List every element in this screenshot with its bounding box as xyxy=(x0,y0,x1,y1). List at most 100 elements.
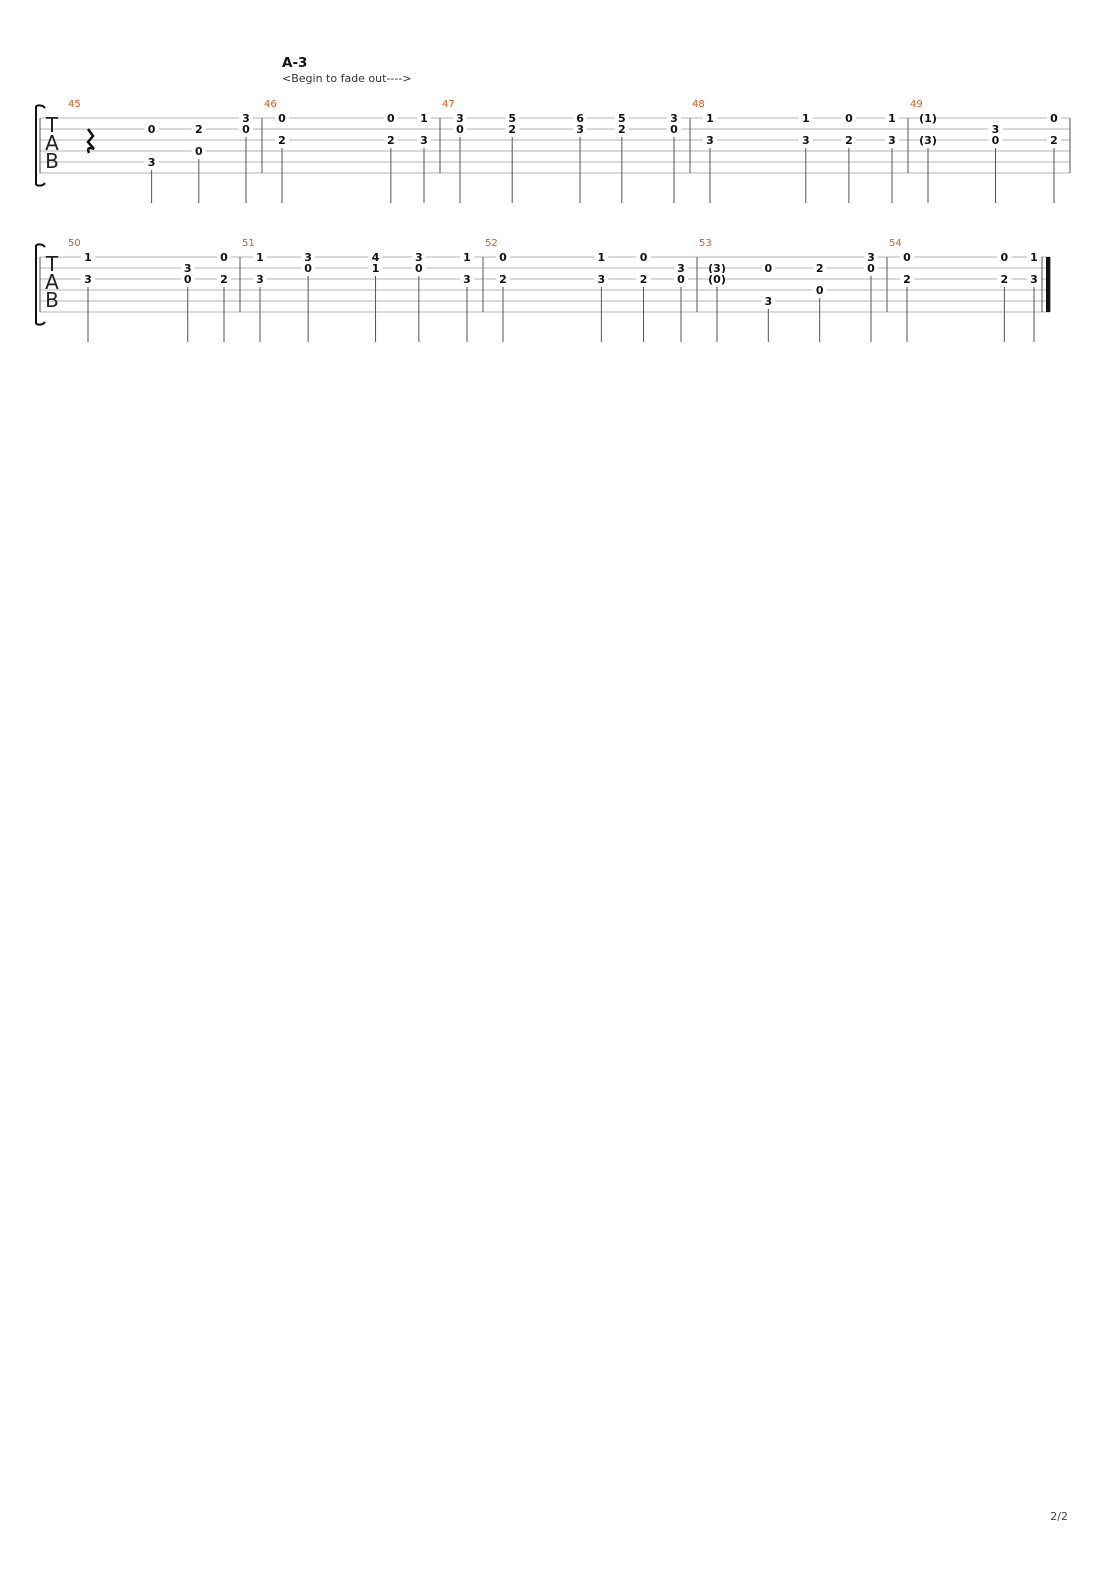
fret-number: 3 xyxy=(304,251,312,264)
page-number: 2/2 xyxy=(1050,1510,1068,1523)
fret-bg xyxy=(411,251,426,263)
fret-number: 3 xyxy=(706,134,714,147)
fret-bg xyxy=(144,123,159,135)
fret-bg xyxy=(798,112,813,124)
fret-bg xyxy=(496,251,510,263)
fret-number: 3 xyxy=(802,134,810,147)
fret-bg xyxy=(594,273,609,285)
fret-bg xyxy=(217,251,231,263)
fret-number: 1 xyxy=(463,251,471,264)
fret-number: 1 xyxy=(802,112,810,125)
fret-bg xyxy=(301,251,316,263)
fret-bg xyxy=(144,156,159,168)
fret-number: 1 xyxy=(420,112,428,125)
section-note: <Begin to fade out----> xyxy=(282,72,412,85)
fret-number: 0 xyxy=(184,273,192,286)
fret-number: 0 xyxy=(867,262,875,275)
fret-bg xyxy=(1047,134,1061,146)
fret-number: 3 xyxy=(456,112,464,125)
quarter-rest xyxy=(86,128,95,154)
tab-clef-letter: A xyxy=(45,131,59,155)
fret-number: 3 xyxy=(670,112,678,125)
fret-bg xyxy=(275,134,289,146)
fret-number: 0 xyxy=(640,251,648,264)
fret-bg xyxy=(997,251,1012,263)
tab-clef-letter: B xyxy=(45,288,59,312)
bar-number: 47 xyxy=(442,99,455,110)
fret-bg xyxy=(812,284,827,296)
fret-bg xyxy=(253,273,267,285)
fret-bg xyxy=(667,112,681,124)
fret-number: 3 xyxy=(148,156,156,169)
fret-number: 0 xyxy=(499,251,507,264)
fret-number: 2 xyxy=(499,273,507,286)
fret-number: 3 xyxy=(576,123,584,136)
fret-number: 0 xyxy=(992,134,1000,147)
fret-bg xyxy=(239,112,253,124)
fret-number: 0 xyxy=(1001,251,1009,264)
fret-bg xyxy=(703,134,717,146)
fret-bg xyxy=(460,251,474,263)
fret-bg xyxy=(1027,251,1041,263)
fret-number: 0 xyxy=(1050,112,1058,125)
fret-number: 3 xyxy=(677,262,685,275)
fret-bg xyxy=(614,123,629,135)
fret-bg xyxy=(573,112,588,124)
fret-number: 0 xyxy=(304,262,312,275)
fret-bg xyxy=(383,134,398,146)
fret-number: 3 xyxy=(765,295,773,308)
fret-number: 3 xyxy=(463,273,471,286)
fret-bg xyxy=(636,251,651,263)
fret-number: 3 xyxy=(242,112,250,125)
fret-bg xyxy=(900,273,914,285)
fret-number: 0 xyxy=(677,273,685,286)
fret-bg xyxy=(674,262,688,274)
fret-number: 0 xyxy=(242,123,250,136)
fret-number: 2 xyxy=(1050,134,1058,147)
fret-number: 2 xyxy=(640,273,648,286)
fret-number: 3 xyxy=(184,262,192,275)
bracket-cap-bottom xyxy=(35,321,46,326)
fret-number: 3 xyxy=(598,273,606,286)
bracket-cap-bottom xyxy=(35,182,46,187)
bar-number: 46 xyxy=(264,99,277,110)
fret-number: 0 xyxy=(278,112,286,125)
fret-bg xyxy=(841,112,856,124)
fret-bg xyxy=(885,134,899,146)
fret-number: 2 xyxy=(195,123,203,136)
fret-bg xyxy=(667,123,681,135)
fret-number: (3) xyxy=(919,134,937,147)
tab-clef-letter: T xyxy=(45,113,59,137)
fret-bg xyxy=(180,273,195,285)
fret-bg xyxy=(1027,273,1041,285)
fret-number: 2 xyxy=(1001,273,1009,286)
fret-bg xyxy=(988,123,1003,135)
fret-bg xyxy=(81,273,95,285)
bar-number: 54 xyxy=(889,238,902,249)
bracket-cap-top xyxy=(35,104,46,109)
bar-number: 51 xyxy=(242,238,255,249)
fret-bg xyxy=(239,123,253,135)
fret-number: 0 xyxy=(765,262,773,275)
fret-bg xyxy=(460,273,474,285)
fret-bg xyxy=(864,262,878,274)
bar-number: 49 xyxy=(910,99,923,110)
fret-number: 3 xyxy=(415,251,423,264)
fret-bg xyxy=(703,112,717,124)
fret-bg xyxy=(997,273,1012,285)
fret-bg xyxy=(253,251,267,263)
fret-number: 5 xyxy=(618,112,626,125)
fret-bg xyxy=(191,145,206,157)
fret-number: 0 xyxy=(415,262,423,275)
bar-number: 50 xyxy=(68,238,81,249)
fret-bg xyxy=(841,134,856,146)
fret-number: 0 xyxy=(220,251,228,264)
fret-bg xyxy=(636,273,651,285)
fret-number: 1 xyxy=(1030,251,1038,264)
fret-bg xyxy=(505,123,520,135)
section-title: A-3 xyxy=(282,55,307,71)
fret-number: 0 xyxy=(670,123,678,136)
fret-number: 1 xyxy=(256,251,264,264)
bar-number: 45 xyxy=(68,99,81,110)
